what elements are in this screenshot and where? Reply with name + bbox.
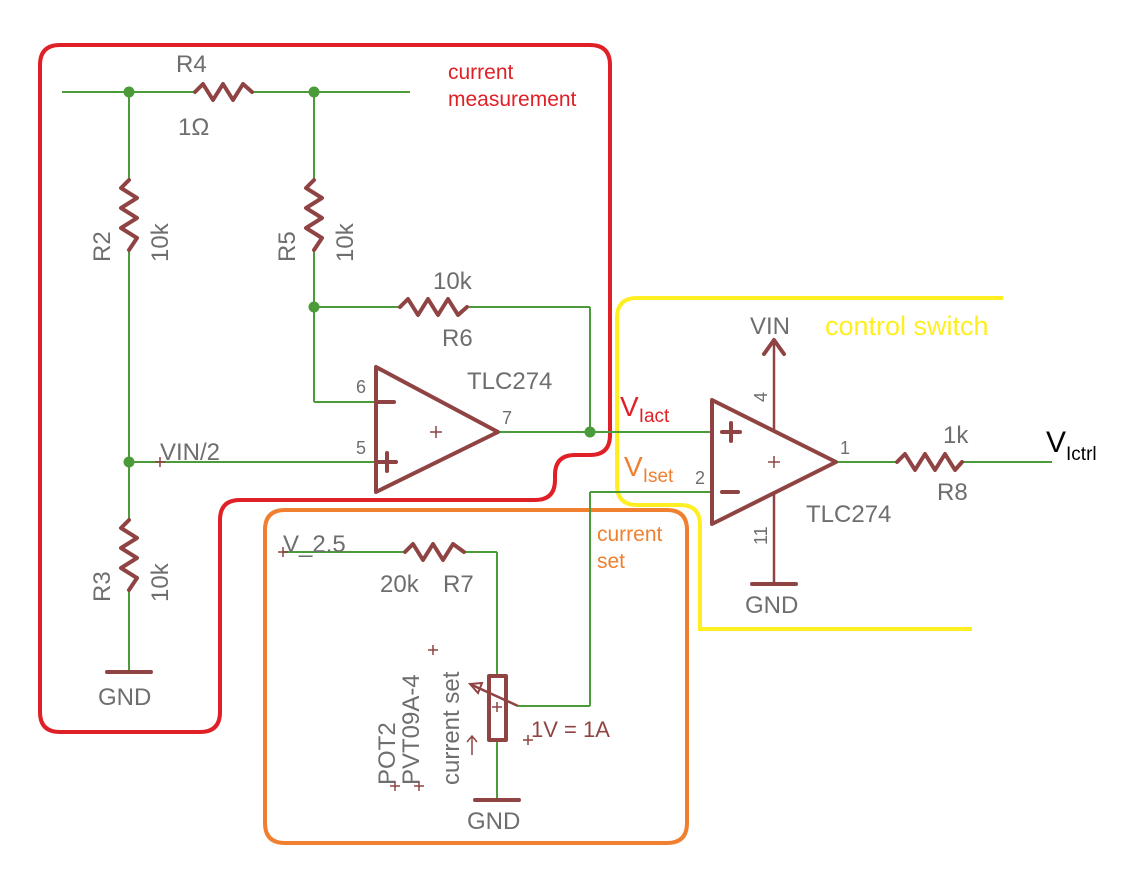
u2-pin-2: 2 bbox=[695, 468, 705, 488]
opamp-u2: 2 1 4 11 TLC274 VIN GND bbox=[695, 313, 891, 619]
r3-name: R3 bbox=[89, 571, 116, 602]
net-label-v-iset: VIset bbox=[624, 451, 674, 487]
wires bbox=[62, 91, 1052, 800]
net-label-v-ictrl: VIctrl bbox=[1046, 426, 1097, 465]
r5-value: 10k bbox=[332, 222, 359, 262]
r4-name: R4 bbox=[176, 51, 207, 78]
group-label-measurement: measurement bbox=[448, 88, 577, 111]
pot2-label: current set bbox=[438, 671, 465, 785]
u1-pin-7: 7 bbox=[502, 408, 512, 428]
current-measurement-outline bbox=[38, 43, 612, 734]
gnd-left-label: GND bbox=[98, 684, 151, 711]
group-label-control-switch: control switch bbox=[825, 311, 989, 341]
resistor-r3: R3 10k bbox=[89, 518, 174, 602]
r2-value: 10k bbox=[147, 222, 174, 262]
resistor-r5: R5 10k bbox=[274, 178, 359, 262]
u2-pin-1: 1 bbox=[840, 438, 850, 458]
r6-value: 10k bbox=[433, 268, 473, 295]
control-switch-outline bbox=[615, 296, 1003, 631]
junction bbox=[123, 456, 135, 468]
net-label-v-iact: VIact bbox=[620, 391, 670, 427]
r4-value: 1Ω bbox=[178, 114, 209, 141]
group-label-current-set-2: set bbox=[597, 550, 625, 573]
resistor-r6: 10k R6 bbox=[398, 268, 473, 352]
scale-note: 1V = 1A bbox=[531, 717, 610, 742]
resistor-r8: 1k R8 bbox=[895, 422, 969, 506]
opamp-u1: 6 5 7 TLC274 bbox=[356, 365, 552, 494]
pot2-gnd-label: GND bbox=[467, 808, 520, 835]
ground-left: GND bbox=[98, 670, 153, 711]
r3-value: 10k bbox=[147, 562, 174, 602]
current-set-outline bbox=[263, 508, 689, 845]
u2-pin-11: 11 bbox=[751, 526, 771, 545]
junction bbox=[584, 426, 596, 438]
origin-markers bbox=[155, 457, 533, 791]
resistor-r7: 20k R7 bbox=[380, 542, 474, 598]
u1-pin-5: 5 bbox=[356, 438, 366, 458]
potentiometer-pot2: POT2 PVT09A-4 current set GND 1V = 1A bbox=[374, 671, 610, 835]
group-label-current-set-1: current bbox=[597, 523, 663, 546]
vin-supply-label: VIN bbox=[750, 313, 790, 340]
r7-value: 20k bbox=[380, 571, 420, 598]
u2-pin-4: 4 bbox=[751, 392, 771, 402]
r8-value: 1k bbox=[943, 422, 969, 449]
r8-name: R8 bbox=[937, 479, 968, 506]
resistor-r2: R2 10k bbox=[89, 178, 174, 262]
u1-name: TLC274 bbox=[467, 368, 552, 395]
r7-name: R7 bbox=[443, 571, 474, 598]
junction bbox=[308, 301, 320, 313]
u2-name: TLC274 bbox=[806, 501, 891, 528]
u1-pin-6: 6 bbox=[356, 377, 366, 397]
group-label-current: current bbox=[448, 61, 514, 84]
junction bbox=[123, 86, 135, 98]
r6-name: R6 bbox=[442, 325, 473, 352]
r5-name: R5 bbox=[274, 231, 301, 262]
net-label-v-2-5: V_2.5 bbox=[283, 531, 346, 558]
junction bbox=[308, 86, 320, 98]
r2-name: R2 bbox=[89, 231, 116, 262]
u2-gnd-label: GND bbox=[745, 592, 798, 619]
resistor-r4: R4 1Ω bbox=[176, 51, 254, 141]
pot2-name: POT2 bbox=[374, 722, 401, 785]
pot2-value: PVT09A-4 bbox=[398, 674, 425, 785]
net-label-vin-half: VIN/2 bbox=[160, 439, 220, 466]
